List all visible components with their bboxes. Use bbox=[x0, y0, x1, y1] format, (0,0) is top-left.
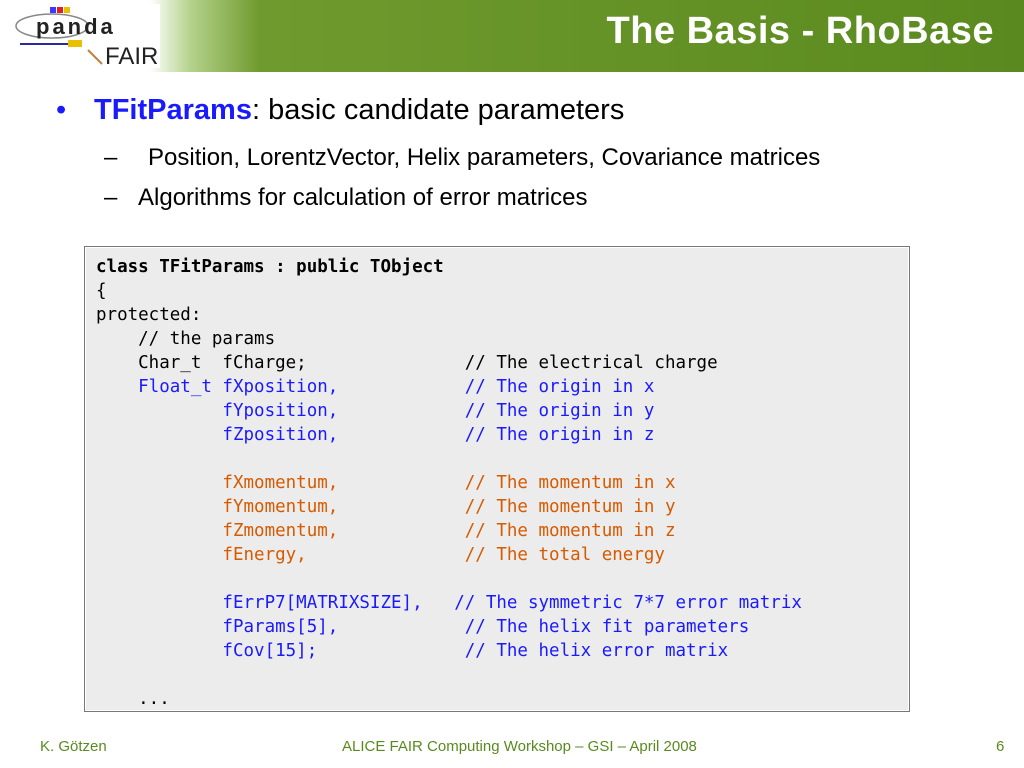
code-line: class TFitParams : public TObject bbox=[96, 257, 444, 277]
code-line: { bbox=[96, 281, 107, 301]
code-line: protected: bbox=[96, 305, 202, 325]
footer-page-number: 6 bbox=[996, 738, 1005, 755]
slide-header: panda FAIR The Basis - RhoBase bbox=[0, 0, 1024, 72]
bullet-keyword: TFitParams bbox=[94, 94, 252, 126]
code-line: fYposition, // The origin in y bbox=[96, 401, 655, 421]
sub-bullet-marker: – bbox=[104, 184, 118, 211]
sub-bullet-marker: – bbox=[104, 144, 118, 171]
bullet-marker: • bbox=[56, 94, 67, 126]
code-listing: class TFitParams : public TObject { protec… bbox=[96, 255, 802, 711]
logo-text-panda: panda bbox=[36, 14, 116, 39]
code-box: class TFitParams : public TObject { protec… bbox=[84, 246, 910, 712]
sub-bullet-text: Position, LorentzVector, Helix parameter… bbox=[148, 144, 821, 171]
code-line: ... bbox=[96, 689, 170, 709]
panda-fair-logo: panda FAIR bbox=[10, 4, 160, 68]
footer-event: ALICE FAIR Computing Workshop – GSI – Ap… bbox=[342, 738, 697, 755]
code-line: Char_t fCharge; // The electrical charge bbox=[96, 353, 718, 373]
code-line: fZposition, // The origin in z bbox=[96, 425, 655, 445]
code-line: // the params bbox=[96, 329, 276, 349]
bullet-description: : basic candidate parameters bbox=[251, 94, 625, 126]
code-line: fXmomentum, // The momentum in x bbox=[96, 473, 676, 493]
logo-text-fair: FAIR bbox=[105, 43, 158, 68]
code-line: fErrP7[MATRIXSIZE], // The symmetric 7*7… bbox=[96, 593, 802, 613]
code-line: Float_t fXposition, // The origin in x bbox=[96, 377, 655, 397]
code-line bbox=[96, 567, 802, 591]
slide-title: The Basis - RhoBase bbox=[606, 10, 994, 52]
bullet-text: TFitParams: basic candidate parameters bbox=[94, 94, 624, 127]
code-line: fZmomentum, // The momentum in z bbox=[96, 521, 676, 541]
code-line: fYmomentum, // The momentum in y bbox=[96, 497, 676, 517]
code-line: fParams[5], // The helix fit parameters bbox=[96, 617, 750, 637]
code-line: fCov[15]; // The helix error matrix bbox=[96, 641, 729, 661]
sub-bullet-text: Algorithms for calculation of error matr… bbox=[138, 184, 588, 211]
code-line bbox=[96, 663, 802, 687]
footer-author: K. Götzen bbox=[40, 738, 107, 755]
code-line bbox=[96, 447, 802, 471]
code-line: fEnergy, // The total energy bbox=[96, 545, 665, 565]
